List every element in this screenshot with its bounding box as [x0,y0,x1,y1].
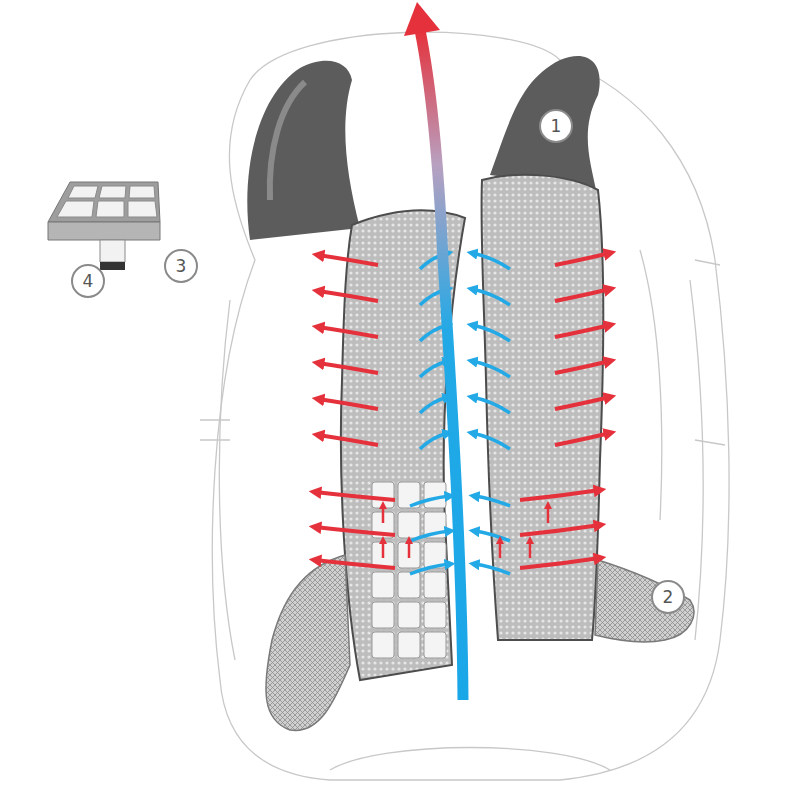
callout-number: 2 [651,580,685,614]
foam-blocks [372,482,446,658]
foam-block [398,632,420,658]
cool-air-arrow [472,325,510,341]
warm-air-arrow [318,255,378,265]
callout-number: 1 [539,109,573,143]
warm-air-arrow [318,327,378,337]
cool-air-arrow [474,564,510,574]
foam-block [372,482,394,508]
warm-air-arrow [318,435,378,445]
rising-air-arrow [529,540,532,558]
warm-air-arrow [315,527,395,535]
foam-block [398,602,420,628]
main-airflow-arrow [420,30,463,700]
callout-number: 3 [164,249,198,283]
cool-air-arrow [420,397,448,413]
hip-belt [595,560,694,642]
foam-block [424,632,446,658]
warm-air-arrow [520,525,600,535]
cool-air-arrow [474,496,510,506]
callout-number-text: 3 [176,258,187,275]
warm-air-arrow [555,289,610,301]
warm-air-arrow [555,397,610,409]
rising-air-arrow [547,505,550,523]
cool-air-arrow [472,397,510,413]
warm-air-arrow [318,399,378,409]
rising-air-arrow [499,540,502,558]
cool-air-arrow [472,289,510,305]
foam-block [424,482,446,508]
cool-air-arrow [472,253,510,269]
warm-air-arrow [555,325,610,337]
foam-block [424,572,446,598]
foam-block [398,512,420,538]
cool-air-arrow [472,361,510,377]
shoulder-strap [490,56,600,190]
warm-air-arrow [555,433,610,445]
warm-air-arrow [555,361,610,373]
cool-air-arrow [410,564,450,574]
callout-number-text: 4 [83,273,94,290]
cool-air-arrow [410,531,450,541]
foam-block [372,602,394,628]
callout-number-text: 2 [663,589,674,606]
callout-number-text: 1 [551,118,562,135]
cool-air-arrow [472,433,510,449]
warm-air-arrow [318,363,378,373]
rising-air-arrow [382,505,385,523]
warm-air-arrow [315,492,395,500]
foam-tile-inset [48,182,160,270]
warm-air-arrow [555,253,610,265]
foam-block [398,572,420,598]
warm-air-arrow [520,490,600,500]
rising-air-arrow [408,540,411,558]
hip-belt [266,555,350,730]
warm-air-arrow [315,560,395,568]
cool-air-arrow [410,496,450,506]
cool-air-arrow [420,433,448,449]
cool-air-arrow [474,531,510,541]
cool-air-arrow [420,361,448,377]
foam-block [424,602,446,628]
main-arrow-head [404,2,440,36]
foam-block [372,632,394,658]
shoulder-strap [247,61,360,240]
callout-number: 4 [71,264,105,298]
rising-air-arrow [382,540,385,558]
foam-block [372,572,394,598]
warm-air-arrow [318,291,378,301]
warm-air-arrow [520,558,600,568]
